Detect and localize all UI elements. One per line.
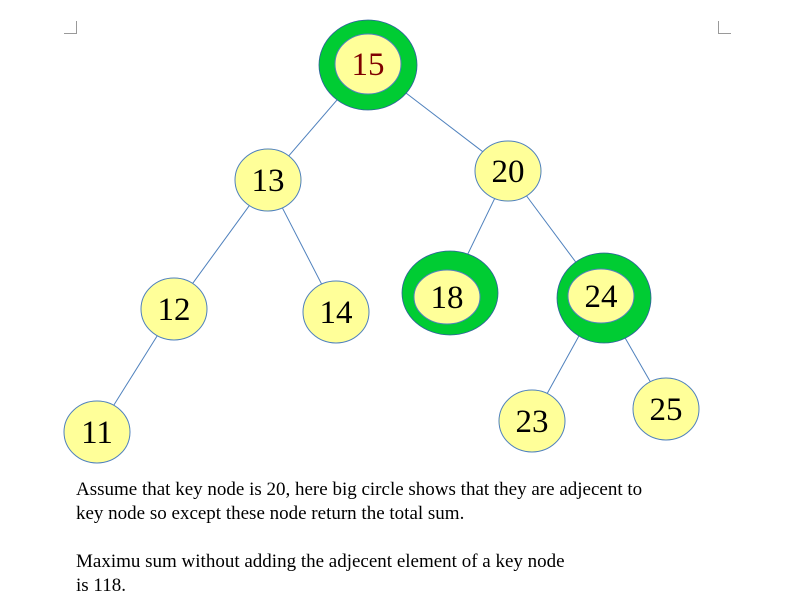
- explanation-paragraph: Assume that key node is 20, here big cir…: [76, 479, 643, 524]
- node-circle-20: [474, 140, 542, 202]
- tree-node-13: 13: [234, 148, 302, 212]
- node-label-20: 20: [492, 154, 525, 190]
- crop-mark-top-right: [718, 21, 731, 34]
- edge-13-14: [279, 202, 325, 290]
- node-label-18: 18: [431, 280, 464, 316]
- node-circle-24: [567, 268, 635, 324]
- node-label-23: 23: [516, 404, 549, 440]
- tree-node-12: 12: [140, 277, 208, 341]
- node-circle-14: [302, 280, 370, 344]
- node-label-15: 15: [352, 47, 385, 83]
- node-label-14: 14: [320, 295, 353, 331]
- edge-13-12: [188, 200, 254, 289]
- tree-node-25: 25: [632, 377, 700, 441]
- tree-node-24: 24: [556, 252, 652, 344]
- node-circle-25: [632, 377, 700, 441]
- result-paragraph: Maximu sum without adding the adjecent e…: [76, 551, 565, 596]
- edge-12-11: [109, 330, 162, 411]
- node-label-11: 11: [81, 415, 113, 451]
- tree-nodes: 15 13 20 12 14 18 24 11 23 25: [63, 19, 700, 464]
- tree-node-14: 14: [302, 280, 370, 344]
- node-label-24: 24: [585, 279, 618, 315]
- node-circle-11: [63, 400, 131, 464]
- tree-node-18: 18: [401, 250, 499, 336]
- node-label-13: 13: [252, 163, 285, 199]
- edge-15-20: [390, 80, 489, 156]
- tree-node-11: 11: [63, 400, 131, 464]
- tree-edges: [109, 80, 654, 411]
- binary-tree-diagram: 15 13 20 12 14 18 24 11 23 25: [63, 19, 700, 464]
- node-circle-23: [498, 389, 566, 453]
- edge-20-24: [522, 190, 586, 275]
- node-label-25: 25: [650, 392, 683, 428]
- node-circle-12: [140, 277, 208, 341]
- tree-node-20: 20: [474, 140, 542, 202]
- node-circle-13: [234, 148, 302, 212]
- node-circle-18: [413, 269, 481, 325]
- crop-mark-top-left: [64, 21, 77, 34]
- tree-node-15: 15: [318, 19, 418, 111]
- tree-node-23: 23: [498, 389, 566, 453]
- node-label-12: 12: [158, 292, 191, 328]
- node-circle-15: [334, 33, 402, 95]
